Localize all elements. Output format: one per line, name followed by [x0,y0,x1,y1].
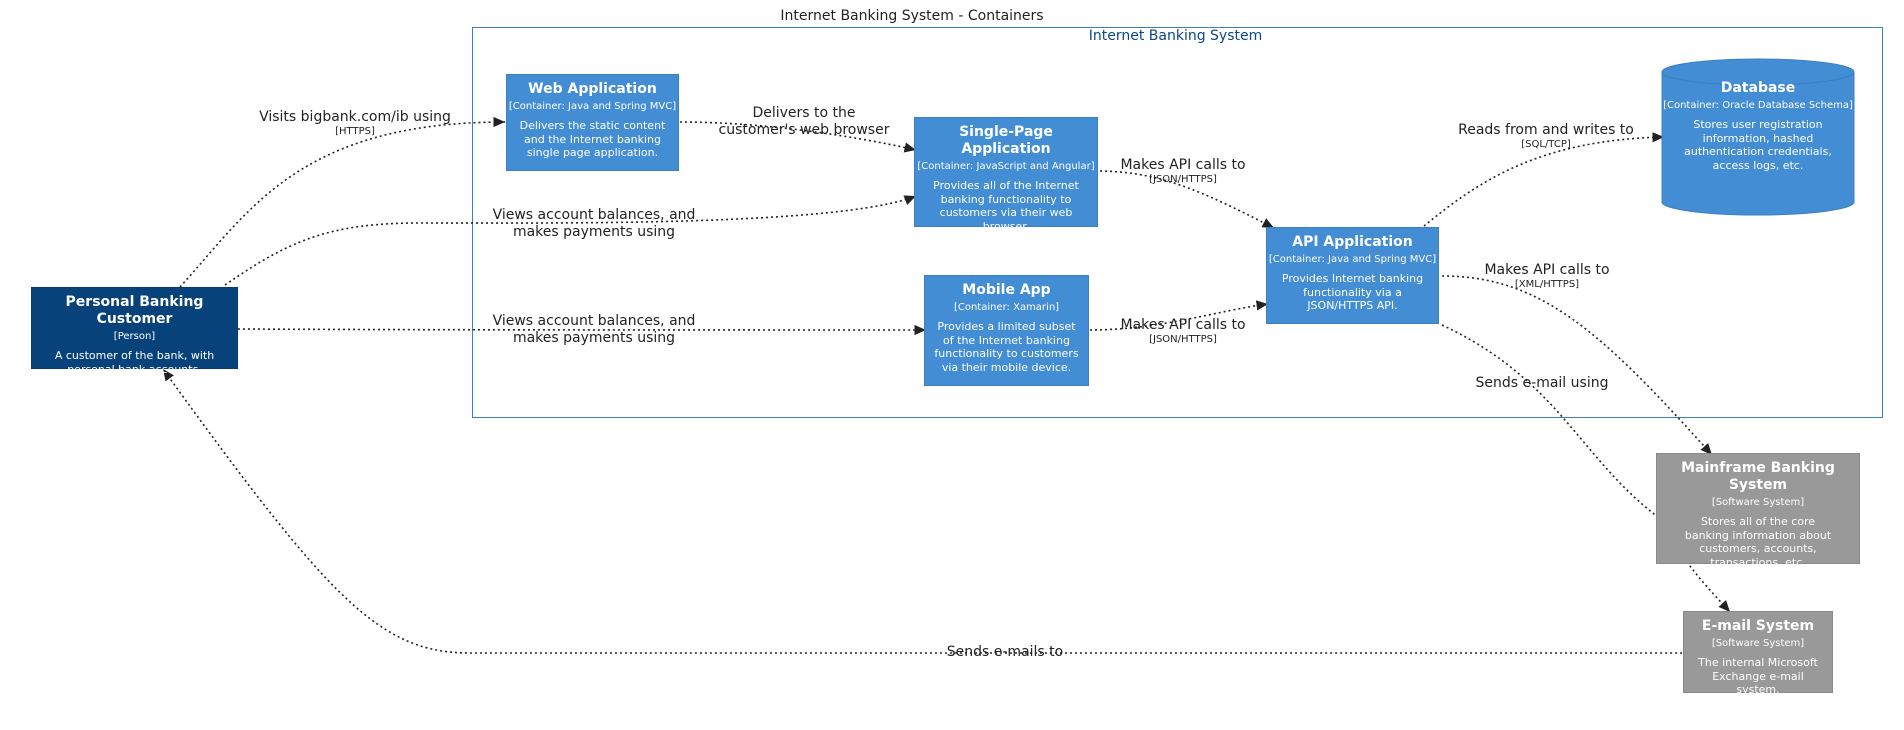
node-type: [Container: JavaScript and Angular] [917,161,1095,172]
node-web-application[interactable]: Web Application [Container: Java and Spr… [506,74,679,171]
edge-views-spa[interactable] [224,195,917,286]
node-database[interactable]: Database [Container: Oracle Database Sch… [1661,58,1855,216]
node-title: API Application [1292,234,1413,250]
edge-email-customer[interactable] [162,368,1687,654]
edge-visits[interactable] [179,116,506,288]
node-type: [Software System] [1711,497,1805,508]
node-description: Provides Internet banking functionality … [1281,272,1424,312]
edge-label-spa-api: Makes API calls to [JSON/HTTPS] [1120,157,1246,185]
edge-api-mainframe[interactable] [1441,275,1713,456]
node-title: Database [1720,80,1796,96]
node-description: Delivers the static content and the Inte… [519,119,666,159]
database-cylinder-icon [1661,58,1855,216]
node-type: [Container: Java and Spring MVC] [508,101,677,112]
node-title: Mainframe Banking System [1681,460,1835,493]
node-description: The internal Microsoft Exchange e-mail s… [1698,656,1818,696]
node-title: Mobile App [962,282,1051,298]
edge-label-views-mobile: Views account balances, and makes paymen… [492,313,696,346]
edge-label-views-spa: Views account balances, and makes paymen… [492,207,696,240]
edge-api-email[interactable] [1441,324,1731,613]
node-single-page-application[interactable]: Single-Page Application [Container: Java… [914,117,1098,233]
node-description: A customer of the bank, with personal ba… [54,349,215,376]
node-description: Provides a limited subset of the Interne… [934,320,1079,374]
edge-spa-api[interactable] [1099,170,1275,229]
node-title: E-mail System [1701,618,1815,634]
edge-label-email-customer: Sends e-mails to [946,644,1064,660]
node-type: [Person] [113,331,156,342]
node-title: Single-Page Application [959,124,1053,157]
node-mainframe-banking-system[interactable]: Mainframe Banking System [Software Syste… [1656,453,1860,569]
diagram-title: Internet Banking System - Containers [780,8,1044,24]
edge-label-api-db: Reads from and writes to [SQL/TCP] [1458,122,1634,150]
node-type: [Container: Oracle Database Schema] [1663,100,1853,111]
boundary-label: Internet Banking System [1088,28,1263,44]
node-personal-banking-customer[interactable]: Personal Banking Customer [Person] A cus… [31,287,238,376]
edge-label-visits: Visits bigbank.com/ib using [HTTPS] [259,109,451,137]
node-api-application[interactable]: API Application [Container: Java and Spr… [1266,227,1439,324]
node-mobile-app[interactable]: Mobile App [Container: Xamarin] Provides… [924,275,1089,386]
node-description: Stores all of the core banking informati… [1684,515,1832,569]
node-description: Stores user registration information, ha… [1684,118,1832,172]
edge-delivers[interactable] [679,121,917,153]
node-title: Web Application [528,81,657,97]
node-type: [Software System] [1711,638,1805,649]
edge-label-mobile-api: Makes API calls to [JSON/HTTPS] [1120,317,1246,345]
node-title: Personal Banking Customer [65,294,204,327]
node-description: Provides all of the Internet banking fun… [933,179,1079,233]
node-type: [Container: Java and Spring MVC] [1268,254,1437,265]
node-type: [Container: Xamarin] [953,302,1060,313]
edge-label-api-email: Sends e-mail using [1475,375,1609,391]
edge-label-api-mainframe: Makes API calls to [XML/HTTPS] [1484,262,1610,290]
edge-label-delivers: Delivers to the customer's web browser [718,105,890,138]
node-email-system[interactable]: E-mail System [Software System] The inte… [1683,611,1833,696]
